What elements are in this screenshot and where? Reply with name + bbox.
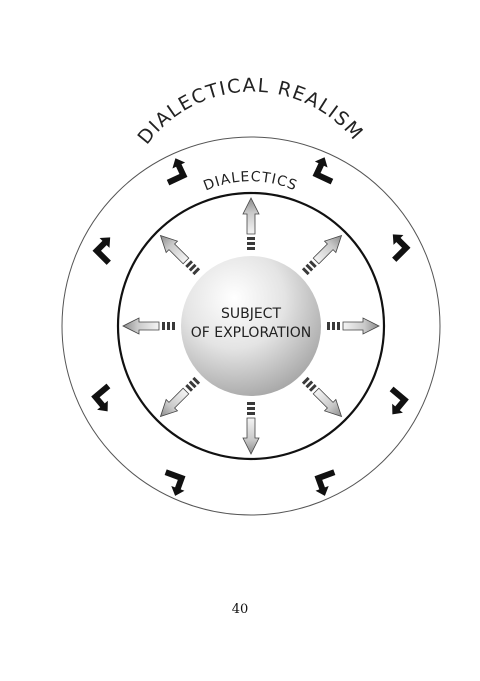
radial-arrow-left (122, 317, 175, 335)
bent-arrow-2 (312, 157, 334, 185)
radial-arrows (122, 197, 380, 455)
radial-arrow-lower-left (159, 376, 201, 418)
bent-arrows (91, 157, 411, 496)
outer-circle (61, 136, 441, 516)
radial-arrow-upper-right (301, 234, 343, 276)
radial-arrow-up (242, 197, 260, 250)
subject-sphere (181, 256, 321, 396)
radial-arrow-upper-left (159, 234, 201, 276)
bent-arrow-5 (91, 383, 111, 412)
bent-arrow-8 (314, 469, 336, 496)
bent-arrow-7 (164, 469, 186, 496)
page-number: 40 (231, 602, 249, 617)
center-label-line2: OF EXPLORATION (191, 325, 312, 341)
center-label-line1: SUBJECT (221, 306, 281, 322)
inner-circle (116, 191, 386, 461)
radial-arrow-down (242, 402, 260, 455)
bent-arrow-3 (92, 237, 111, 265)
bent-arrow-1 (166, 158, 188, 186)
radial-arrow-right (327, 317, 380, 335)
inner-arc-label: DIALECTICS (201, 169, 299, 194)
bent-arrow-4 (392, 234, 411, 262)
bent-arrow-6 (389, 386, 409, 415)
radial-arrow-lower-right (301, 376, 343, 418)
